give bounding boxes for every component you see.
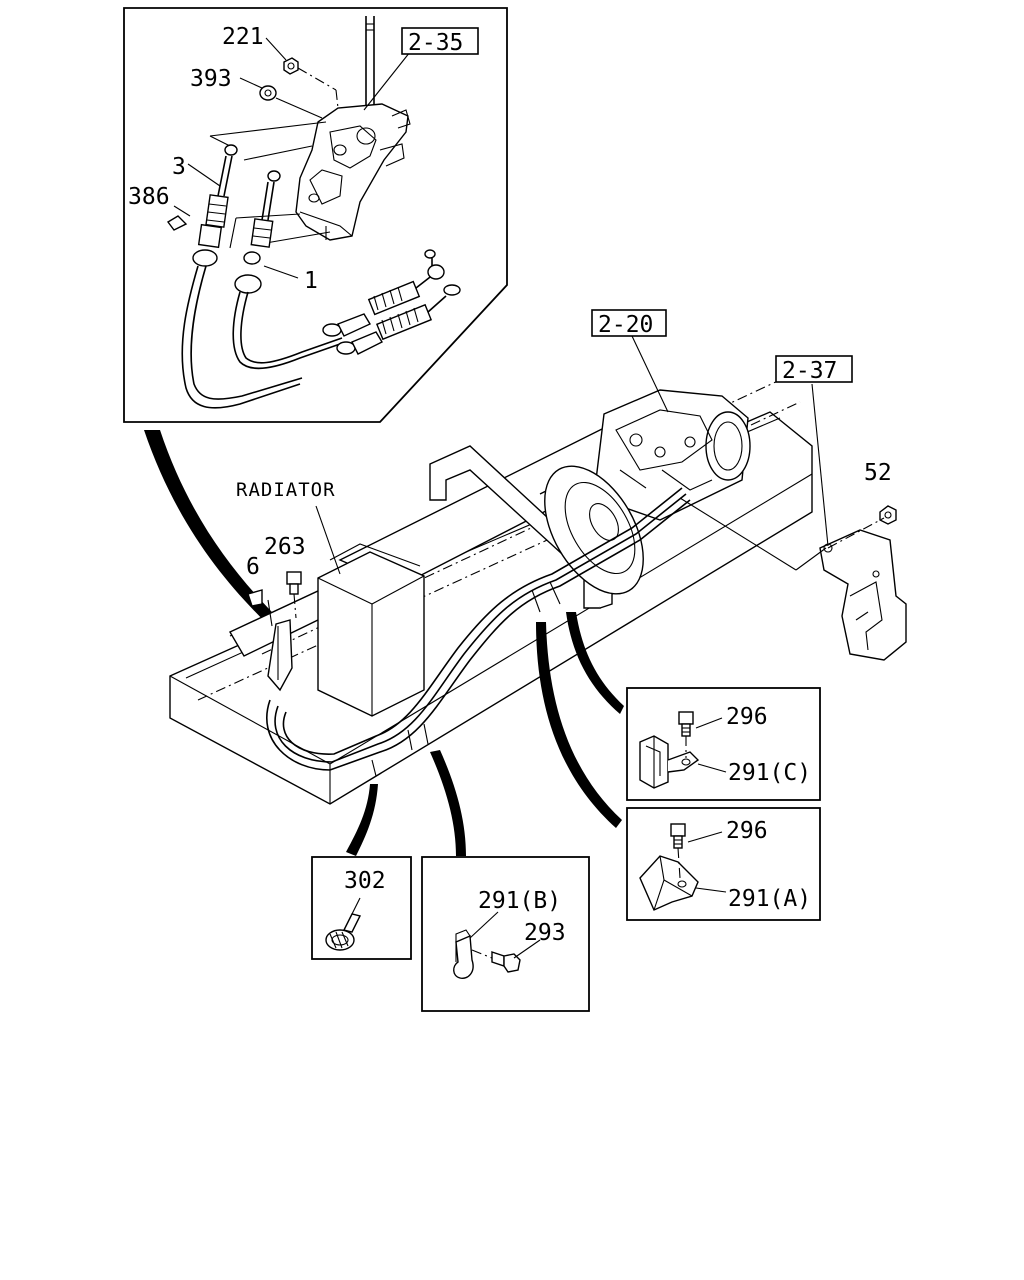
label-386: 386 bbox=[128, 184, 170, 210]
callout-band-291a bbox=[536, 622, 622, 828]
detail-box-291b: 291(B) 293 bbox=[421, 856, 590, 1012]
ref-box-2-35[interactable] bbox=[401, 27, 479, 55]
label-293: 293 bbox=[524, 920, 566, 946]
label-291-b: 291(B) bbox=[478, 888, 561, 914]
radiator-block bbox=[317, 543, 425, 717]
ref-box-2-20[interactable] bbox=[591, 309, 667, 337]
label-296-a: 296 bbox=[726, 818, 768, 844]
callout-band-291c bbox=[566, 612, 624, 714]
label-302: 302 bbox=[344, 868, 386, 894]
label-52: 52 bbox=[864, 460, 892, 486]
bolt-296a-icon bbox=[670, 823, 686, 879]
ref-box-2-37[interactable] bbox=[775, 355, 853, 383]
shift-bracket bbox=[295, 103, 411, 241]
label-393: 393 bbox=[190, 66, 232, 92]
ref-label-2-37[interactable]: 2-37 bbox=[782, 358, 837, 384]
detail-box-302: 302 bbox=[311, 856, 412, 960]
label-1: 1 bbox=[304, 268, 318, 294]
cable-ends bbox=[322, 249, 461, 355]
bolt-293-icon bbox=[471, 949, 521, 973]
washer-393-icon bbox=[259, 85, 277, 101]
callout-band-inset bbox=[144, 430, 290, 636]
transmission bbox=[544, 389, 751, 595]
label-291-c: 291(C) bbox=[728, 760, 811, 786]
label-6: 6 bbox=[246, 554, 260, 580]
clamp-291c-icon bbox=[639, 735, 700, 789]
nut-221-icon bbox=[283, 57, 299, 75]
label-291-a: 291(A) bbox=[728, 886, 811, 912]
chassis-assembly: RADIATOR 263 6 52 2-20 2-37 bbox=[169, 309, 907, 805]
detail-box-291a: 296 291(A) bbox=[626, 807, 821, 921]
bolt-296c-icon bbox=[678, 711, 694, 758]
clip-6-icon bbox=[247, 589, 263, 607]
ref-label-2-35[interactable]: 2-35 bbox=[408, 30, 463, 56]
bolt-263-icon bbox=[286, 571, 302, 619]
ref-label-2-20[interactable]: 2-20 bbox=[598, 312, 653, 338]
shift-cable-route bbox=[266, 487, 691, 777]
callout-band-302 bbox=[346, 784, 378, 856]
clamp-291b-icon bbox=[453, 929, 474, 979]
nut-52-icon bbox=[879, 505, 897, 525]
clip-302-icon bbox=[325, 913, 362, 951]
detail-box-291c: 296 291(C) bbox=[626, 687, 821, 801]
shift-rod bbox=[365, 16, 375, 108]
label-221: 221 bbox=[222, 24, 264, 50]
mount-bracket-2-37 bbox=[819, 529, 907, 661]
label-radiator: RADIATOR bbox=[236, 479, 336, 501]
callout-band-291b bbox=[430, 750, 466, 856]
label-296-c: 296 bbox=[726, 704, 768, 730]
shift-lever-inset: 221 393 3 386 1 2-35 bbox=[123, 7, 508, 423]
clamp-291a-icon bbox=[639, 855, 699, 911]
cable-1 bbox=[232, 170, 343, 370]
label-263: 263 bbox=[264, 534, 306, 560]
cable-3 bbox=[181, 144, 303, 409]
label-3: 3 bbox=[172, 154, 186, 180]
